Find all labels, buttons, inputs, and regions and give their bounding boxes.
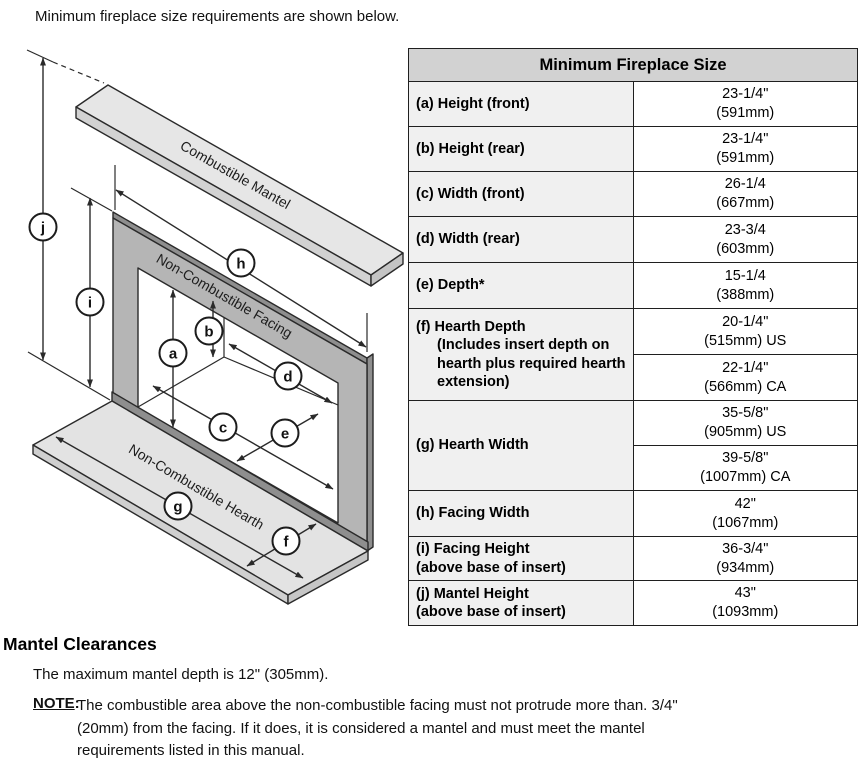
row-value-ca: 39-5/8"(1007mm) CA [632, 445, 858, 491]
row-value: 42"(1067mm) [632, 490, 858, 537]
row-label: (d) Width (rear) [408, 216, 634, 263]
table-row: 22-1/4"(566mm) CA [409, 354, 858, 401]
row-value: 15-1/4(388mm) [632, 262, 858, 309]
table-title: Minimum Fireplace Size [408, 48, 858, 82]
row-value-us: 35-5/8"(905mm) US [632, 400, 858, 446]
row-value: 23-1/4"(591mm) [632, 81, 858, 127]
row-label: (c) Width (front) [408, 171, 634, 217]
row-label: (i) Facing Height(above base of insert) [408, 536, 634, 581]
row-label: (b) Height (rear) [408, 126, 634, 172]
table-row: (c) Width (front) 26-1/4(667mm) [408, 171, 858, 217]
intro-text: Minimum fireplace size requirements are … [35, 8, 400, 25]
callout-i: i [75, 287, 105, 317]
svg-text:h: h [236, 256, 245, 273]
table-row: (g) Hearth Width 35-5/8"(905mm) US [408, 400, 858, 491]
callout-f: f [271, 526, 301, 556]
row-label: (f) Hearth Depth (Includes insert depth … [408, 308, 634, 401]
row-label: (h) Facing Width [408, 490, 634, 537]
table-row: (j) Mantel Height(above base of insert) … [408, 580, 858, 626]
row-label: (a) Height (front) [408, 81, 634, 127]
row-value: 43"(1093mm) [632, 580, 858, 626]
svg-text:d: d [283, 369, 292, 386]
callout-e: e [270, 418, 300, 448]
svg-text:g: g [173, 499, 182, 516]
row-value-ca: 22-1/4"(566mm) CA [632, 354, 858, 401]
mantel-clearances-heading: Mantel Clearances [3, 634, 157, 654]
svg-text:b: b [204, 324, 213, 341]
max-mantel-depth-text: The maximum mantel depth is 12" (305mm). [33, 666, 329, 683]
note-text: The combustible area above the non-combu… [77, 697, 678, 759]
callout-a: a [158, 338, 188, 368]
callout-b: b [194, 316, 224, 346]
svg-text:f: f [284, 534, 290, 551]
table-row: (a) Height (front) 23-1/4"(591mm) [408, 81, 858, 127]
svg-text:i: i [88, 295, 92, 312]
row-label: (j) Mantel Height(above base of insert) [408, 580, 634, 626]
row-value-us: 20-1/4"(515mm) US [632, 308, 858, 355]
svg-text:j: j [40, 220, 45, 237]
note-label: NOTE: [33, 695, 80, 712]
svg-text:c: c [219, 420, 227, 437]
callout-d: d [273, 361, 303, 391]
callout-h: h [226, 248, 256, 278]
row-label: (e) Depth* [408, 262, 634, 309]
table-row: (i) Facing Height(above base of insert) … [408, 536, 858, 581]
table-row: (e) Depth* 15-1/4(388mm) [408, 262, 858, 309]
table-row: (h) Facing Width 42"(1067mm) [408, 490, 858, 537]
row-value: 26-1/4(667mm) [632, 171, 858, 217]
table-row: (f) Hearth Depth (Includes insert depth … [408, 308, 858, 401]
fireplace-diagram: Combustible Mantel Non-Combustible Facin… [26, 49, 404, 605]
callout-g: g [163, 491, 193, 521]
note-block: NOTE: The combustible area above the non… [33, 695, 678, 760]
row-value: 23-3/4(603mm) [632, 216, 858, 263]
callout-c: c [208, 412, 238, 442]
svg-text:e: e [281, 426, 289, 443]
row-label: (g) Hearth Width [408, 400, 634, 491]
table-row: (b) Height (rear) 23-1/4"(591mm) [408, 126, 858, 172]
table-row: 39-5/8"(1007mm) CA [409, 445, 858, 491]
svg-text:a: a [169, 346, 178, 363]
row-value: 23-1/4"(591mm) [632, 126, 858, 172]
row-value: 36-3/4"(934mm) [632, 536, 858, 581]
table-row: (d) Width (rear) 23-3/4(603mm) [408, 216, 858, 263]
callout-j: j [28, 212, 58, 242]
minimum-fireplace-size-table: Minimum Fireplace Size (a) Height (front… [408, 48, 858, 626]
